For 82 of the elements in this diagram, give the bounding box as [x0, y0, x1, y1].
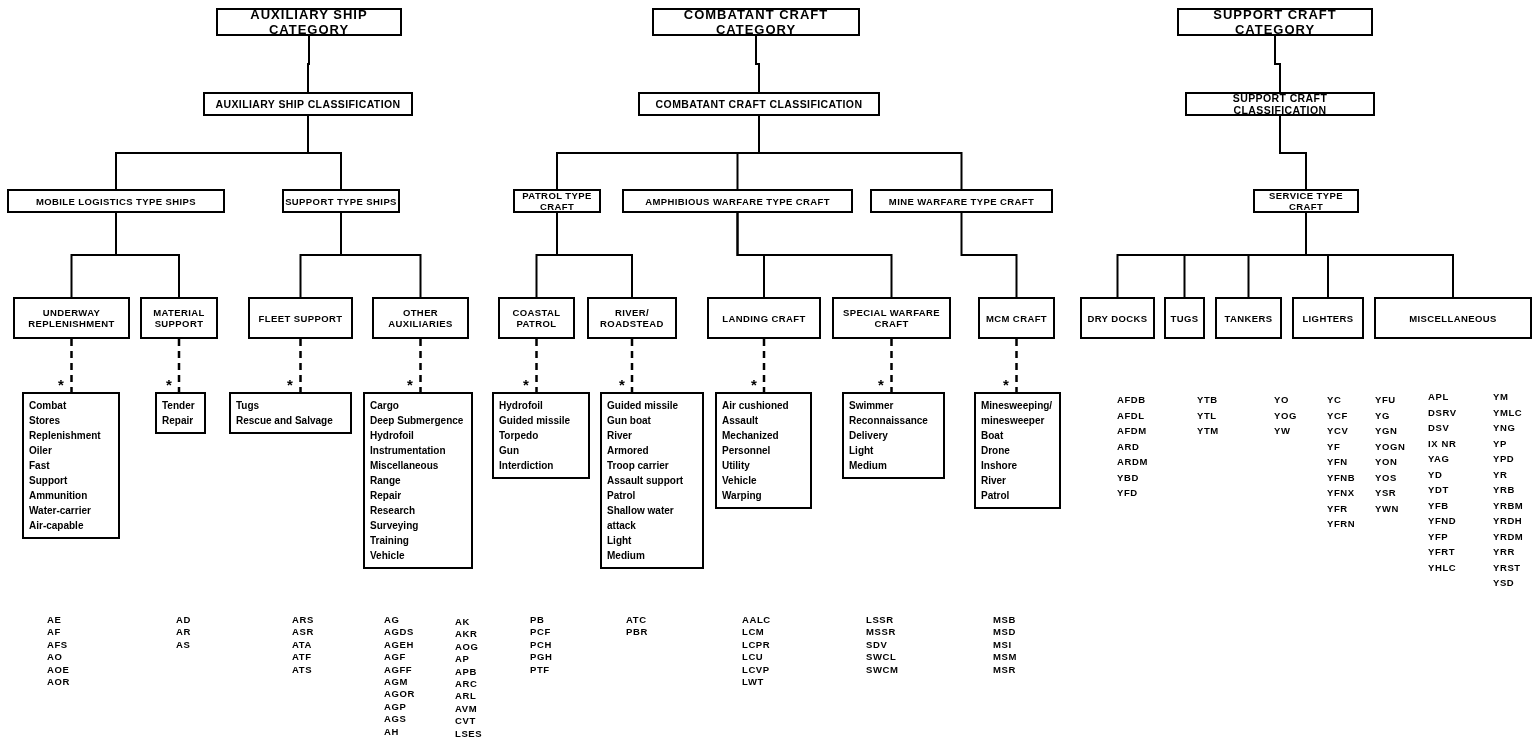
- type-box: LANDING CRAFT: [707, 297, 821, 339]
- connector-line: [556, 212, 633, 298]
- footnote-mark: *: [751, 377, 757, 392]
- hull-code-list: AALC LCM LCPR LCU LCVP LWT: [742, 614, 771, 689]
- dashed-connector: [299, 339, 302, 392]
- hull-code-list: AK AKR AOG AP APB ARC ARL AVM CVT LSES: [455, 616, 483, 741]
- connector-line: [115, 212, 180, 298]
- hull-code-list: ARS ASR ATA ATF ATS: [292, 614, 314, 677]
- hull-code-list: YTB YTL YTM: [1197, 392, 1219, 439]
- footnote-mark: *: [619, 377, 625, 392]
- category-box: SUPPORT CRAFT CATEGORY: [1177, 8, 1373, 36]
- type-box: MOBILE LOGISTICS TYPE SHIPS: [7, 189, 225, 213]
- hull-code-list: AE AF AFS AO AOE AOR: [47, 614, 70, 689]
- hull-code-list: APL DSRV DSV IX NR YAG YD YDT YFB YFND YFP YFRT YHLC: [1428, 389, 1457, 575]
- category-box: AUXILIARY SHIP CATEGORY: [216, 8, 402, 36]
- hull-code-list: YO YOG YW: [1274, 392, 1297, 439]
- class-list-box: Tender Repair: [155, 392, 206, 434]
- connector-line: [1305, 212, 1454, 298]
- class-list-box: Swimmer Reconnaissance Delivery Light Medium: [842, 392, 945, 479]
- type-box: SERVICE TYPE CRAFT: [1253, 189, 1359, 213]
- type-box: MISCELLANEOUS: [1374, 297, 1532, 339]
- hull-code-list: LSSR MSSR SDV SWCL SWCM: [866, 614, 899, 677]
- classification-box: AUXILIARY SHIP CLASSIFICATION: [203, 92, 413, 116]
- footnote-mark: *: [523, 377, 529, 392]
- dashed-connector: [419, 339, 422, 392]
- connector-line: [1274, 35, 1281, 93]
- type-box: COASTAL PATROL: [498, 297, 575, 339]
- class-list-box: Minesweeping/ minesweeper Boat Drone Inshore River Patrol: [974, 392, 1061, 509]
- hull-code-list: ATC PBR: [626, 614, 648, 639]
- connector-line: [307, 115, 342, 190]
- connector-line: [755, 35, 760, 93]
- class-list-box: Guided missile Gun boat River Armored Troop carrier Assault support Patrol Shallow water attack Light Medium: [600, 392, 704, 569]
- footnote-mark: *: [407, 377, 413, 392]
- classification-box: SUPPORT CRAFT CLASSIFICATION: [1185, 92, 1375, 116]
- hull-code-list: YM YMLC YNG YP YPD YR YRB YRBM YRDH YRDM YRR YRST YSD: [1493, 389, 1524, 591]
- dashed-connector: [890, 339, 893, 392]
- class-list-box: Tugs Rescue and Salvage: [229, 392, 352, 434]
- type-box: FLEET SUPPORT: [248, 297, 353, 339]
- type-box: OTHER AUXILIARIES: [372, 297, 469, 339]
- hull-code-list: PB PCF PCH PGH PTF: [530, 614, 553, 677]
- type-box: MATERIAL SUPPORT: [140, 297, 218, 339]
- dashed-connector: [535, 339, 538, 392]
- type-box: SUPPORT TYPE SHIPS: [282, 189, 400, 213]
- footnote-mark: *: [166, 377, 172, 392]
- type-box: AMPHIBIOUS WARFARE TYPE CRAFT: [622, 189, 853, 213]
- type-box: RIVER/ ROADSTEAD: [587, 297, 677, 339]
- type-box: TUGS: [1164, 297, 1205, 339]
- hull-code-list: AD AR AS: [176, 614, 191, 652]
- class-list-box: Cargo Deep Submergence Hydrofoil Instrumentation Miscellaneous Range Repair Research Surveying Training Vehicle: [363, 392, 473, 569]
- type-box: SPECIAL WARFARE CRAFT: [832, 297, 951, 339]
- footnote-mark: *: [878, 377, 884, 392]
- dashed-connector: [70, 339, 73, 392]
- dashed-connector: [762, 339, 766, 392]
- connector-line: [340, 212, 422, 298]
- footnote-mark: *: [287, 377, 293, 392]
- hull-code-list: YC YCF YCV YF YFN YFNB YFNX YFR YFRN: [1327, 392, 1356, 532]
- type-box: UNDERWAY REPLENISHMENT: [13, 297, 130, 339]
- hull-code-list: AFDB AFDL AFDM ARD ARDM YBD YFD: [1117, 392, 1148, 501]
- dashed-connector: [1015, 339, 1018, 392]
- dashed-connector: [177, 339, 181, 392]
- class-list-box: Air cushioned Assault Mechanized Personnel Utility Vehicle Warping: [715, 392, 812, 509]
- connector-line: [960, 212, 1018, 298]
- classification-box: COMBATANT CRAFT CLASSIFICATION: [638, 92, 880, 116]
- type-box: MCM CRAFT: [978, 297, 1055, 339]
- type-box: DRY DOCKS: [1080, 297, 1155, 339]
- hull-code-list: MSB MSD MSI MSM MSR: [993, 614, 1017, 677]
- dashed-connector: [630, 339, 634, 392]
- connector-line: [758, 115, 963, 190]
- connector-line: [307, 35, 310, 93]
- type-box: TANKERS: [1215, 297, 1282, 339]
- category-box: COMBATANT CRAFT CATEGORY: [652, 8, 860, 36]
- class-list-box: Combat Stores Replenishment Oiler Fast Support Ammunition Water-carrier Air-capable: [22, 392, 120, 539]
- hull-code-list: AG AGDS AGEH AGF AGFF AGM AGOR AGP AGS AH: [384, 614, 415, 739]
- footnote-mark: *: [1003, 377, 1009, 392]
- type-box: PATROL TYPE CRAFT: [513, 189, 601, 213]
- hull-code-list: YFU YG YGN YOGN YON YOS YSR YWN: [1375, 392, 1406, 516]
- class-list-box: Hydrofoil Guided missile Torpedo Gun Interdiction: [492, 392, 590, 479]
- type-box: LIGHTERS: [1292, 297, 1364, 339]
- connector-line: [736, 212, 893, 298]
- type-box: MINE WARFARE TYPE CRAFT: [870, 189, 1053, 213]
- footnote-mark: *: [58, 377, 64, 392]
- connector-line: [1279, 115, 1307, 190]
